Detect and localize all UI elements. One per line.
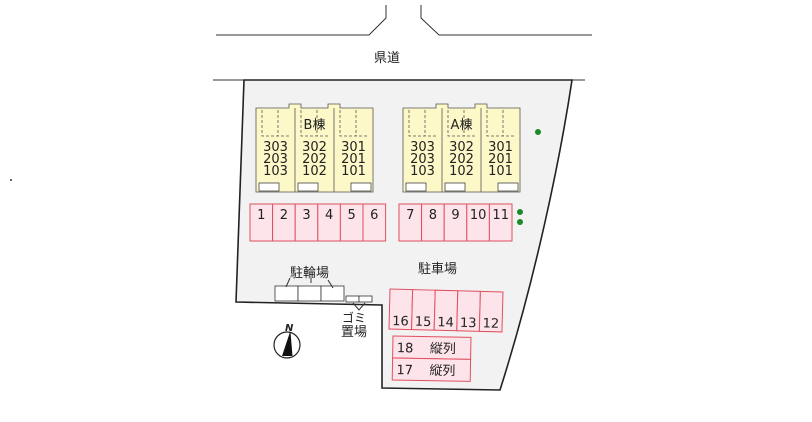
room-number: 302 xyxy=(302,140,327,155)
room-number: 303 xyxy=(410,140,435,155)
parking-space-number: 1 xyxy=(257,208,265,223)
tandem-note: 縦列 xyxy=(430,342,456,357)
room-number: 301 xyxy=(341,140,366,155)
tandem-note: 縦列 xyxy=(429,364,455,379)
room-number: 202 xyxy=(302,152,327,167)
parking-space-number: 4 xyxy=(325,208,333,223)
parking-area-label: 駐車場 xyxy=(418,262,457,277)
entrance xyxy=(258,182,280,192)
parking-space-number: 15 xyxy=(415,315,432,330)
room-number: 201 xyxy=(341,152,366,167)
garbage-area xyxy=(345,295,373,311)
room-number: 101 xyxy=(488,164,513,179)
parking-space-number: 13 xyxy=(460,316,477,331)
parking-space-number: 9 xyxy=(451,208,459,223)
bicycle-slot xyxy=(297,285,322,302)
parking-space-number: 11 xyxy=(492,208,509,223)
parking-space-number: 16 xyxy=(392,314,409,329)
parking-row-3: 16 15 14 13 12 xyxy=(388,288,504,333)
parking-space xyxy=(488,203,513,242)
room-number: 103 xyxy=(410,164,435,179)
parking-space-number: 2 xyxy=(280,208,288,223)
room-number: 203 xyxy=(410,152,435,167)
room-number: 102 xyxy=(449,164,474,179)
tree-icon xyxy=(517,219,523,225)
entrance xyxy=(405,182,427,192)
bicycle-slot xyxy=(274,285,299,302)
road-edge-left xyxy=(216,5,387,36)
parking-space-number: 14 xyxy=(437,315,454,330)
parking-space-tandem xyxy=(391,357,472,382)
room-number: 303 xyxy=(263,140,288,155)
entrance xyxy=(297,182,319,192)
room-number: 302 xyxy=(449,140,474,155)
tree-icon xyxy=(535,129,541,135)
parking-space-number: 17 xyxy=(396,363,413,378)
parking-space-number: 8 xyxy=(429,208,437,223)
room-number: 202 xyxy=(449,152,474,167)
room-number: 203 xyxy=(263,152,288,167)
entrance xyxy=(497,182,519,192)
parking-space-number: 5 xyxy=(348,208,356,223)
room-number: 201 xyxy=(488,152,513,167)
parking-space-number: 3 xyxy=(302,208,310,223)
compass-north-label: N xyxy=(285,323,294,334)
bicycle-slot xyxy=(320,285,345,302)
road-label: 県道 xyxy=(374,51,400,66)
entrance xyxy=(444,182,466,192)
parking-space xyxy=(362,203,387,242)
compass-icon xyxy=(273,331,301,359)
road-edge-right xyxy=(420,5,592,36)
parking-space-number: 18 xyxy=(397,341,414,356)
building-name: B棟 xyxy=(304,118,326,133)
parking-space-number: 12 xyxy=(482,316,499,331)
parking-space-number: 10 xyxy=(470,208,487,223)
garbage-pointer xyxy=(352,302,366,311)
parking-tandem: 18 縦列 17 縦列 xyxy=(391,335,472,382)
parking-space-number: 7 xyxy=(406,208,414,223)
garbage-label-line1: ゴミ xyxy=(342,310,366,325)
bicycle-parking xyxy=(274,277,345,302)
room-number: 101 xyxy=(341,164,366,179)
tree-icon xyxy=(517,209,523,215)
building-outline xyxy=(255,103,374,193)
garbage-label-line2: 置場 xyxy=(341,325,367,340)
room-number: 301 xyxy=(488,140,513,155)
room-number: 102 xyxy=(302,164,327,179)
building-outline xyxy=(402,103,521,193)
road-lines xyxy=(213,5,592,81)
parking-space-number: 6 xyxy=(370,208,378,223)
bicycle-parking-label: 駐輪場 xyxy=(290,265,329,281)
entrance xyxy=(350,182,372,192)
room-number: 103 xyxy=(263,164,288,179)
building-name: A棟 xyxy=(451,118,473,133)
parking-space xyxy=(478,290,504,333)
